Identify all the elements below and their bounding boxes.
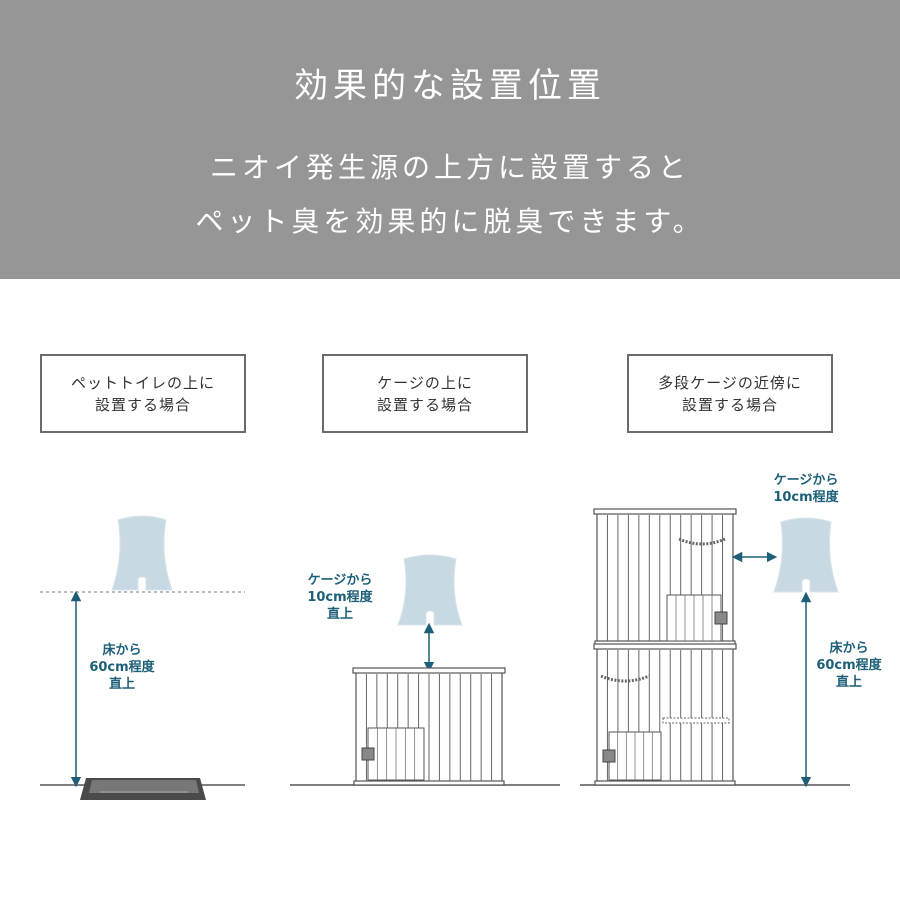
scenario-toilet-illustration bbox=[40, 515, 245, 800]
annotation-line: 直上 bbox=[326, 607, 353, 622]
annotation-line: 10cm程度 bbox=[773, 490, 839, 505]
scenario-label-multi-cage: 多段ケージの近傍に 設置する場合 bbox=[627, 354, 833, 433]
header-description-line-2: ペット臭を効果的に脱臭できます。 bbox=[195, 205, 705, 238]
scenario-cage-illustration bbox=[290, 554, 560, 786]
annotation-line: 10cm程度 bbox=[307, 590, 373, 605]
cage-bottom-rail bbox=[353, 780, 505, 786]
deodorizer-device-icon bbox=[111, 515, 173, 591]
deodorizer-device-icon bbox=[773, 517, 839, 593]
scenario-label-line: ケージの上に bbox=[377, 373, 473, 392]
annotation-line: 床から bbox=[829, 641, 869, 656]
cage-top-rail bbox=[593, 508, 737, 515]
cage-latch-icon bbox=[602, 749, 616, 763]
annotation-line: ケージから bbox=[773, 473, 839, 488]
header-description-line-1: ニオイ発生源の上方に設置すると bbox=[209, 151, 690, 184]
deodorizer-device-icon bbox=[397, 554, 463, 626]
scenario-multi-cage-illustration bbox=[580, 508, 850, 788]
annotation-line: 床から bbox=[102, 643, 142, 658]
cage-hammock bbox=[600, 674, 650, 683]
cage-bottom-rail bbox=[594, 780, 736, 786]
annotation-line: 直上 bbox=[108, 677, 135, 692]
scenario-label-line: ペットトイレの上に bbox=[70, 373, 215, 392]
annotation-line: ケージから bbox=[307, 573, 373, 588]
cage-top-rail bbox=[352, 667, 506, 674]
annotation-line: 60cm程度 bbox=[89, 660, 155, 675]
scenario-label-line: 設置する場合 bbox=[376, 395, 473, 414]
scenario-label-line: 多段ケージの近傍に bbox=[658, 373, 802, 392]
pet-toilet-tray-icon bbox=[80, 778, 206, 800]
annotation-toilet-height: 床から 60cm程度 直上 bbox=[78, 642, 166, 693]
scenario-label-toilet: ペットトイレの上に 設置する場合 bbox=[40, 354, 246, 433]
annotation-multi-cage-gap: ケージから 10cm程度 bbox=[760, 472, 852, 506]
scenario-label-line: 設置する場合 bbox=[94, 395, 191, 414]
page-title: 効果的な設置位置 bbox=[294, 66, 606, 106]
annotation-line: 60cm程度 bbox=[816, 658, 882, 673]
cage-latch-icon bbox=[714, 611, 728, 625]
annotation-cage-gap: ケージから 10cm程度 直上 bbox=[294, 572, 386, 623]
annotation-multi-cage-height: 床から 60cm程度 直上 bbox=[806, 640, 892, 691]
cage-ledge bbox=[662, 717, 730, 724]
annotation-line: 直上 bbox=[835, 675, 862, 690]
scenario-label-cage: ケージの上に 設置する場合 bbox=[322, 354, 528, 433]
cage-latch-icon bbox=[361, 747, 375, 761]
cage-top-rail bbox=[593, 643, 737, 650]
cage-hammock bbox=[678, 537, 726, 546]
header-banner: 効果的な設置位置 ニオイ発生源の上方に設置すると ペット臭を効果的に脱臭できます… bbox=[0, 0, 900, 279]
scenario-label-line: 設置する場合 bbox=[681, 395, 778, 414]
multi-tier-cage-icon bbox=[593, 508, 737, 786]
cage-icon bbox=[352, 667, 506, 786]
